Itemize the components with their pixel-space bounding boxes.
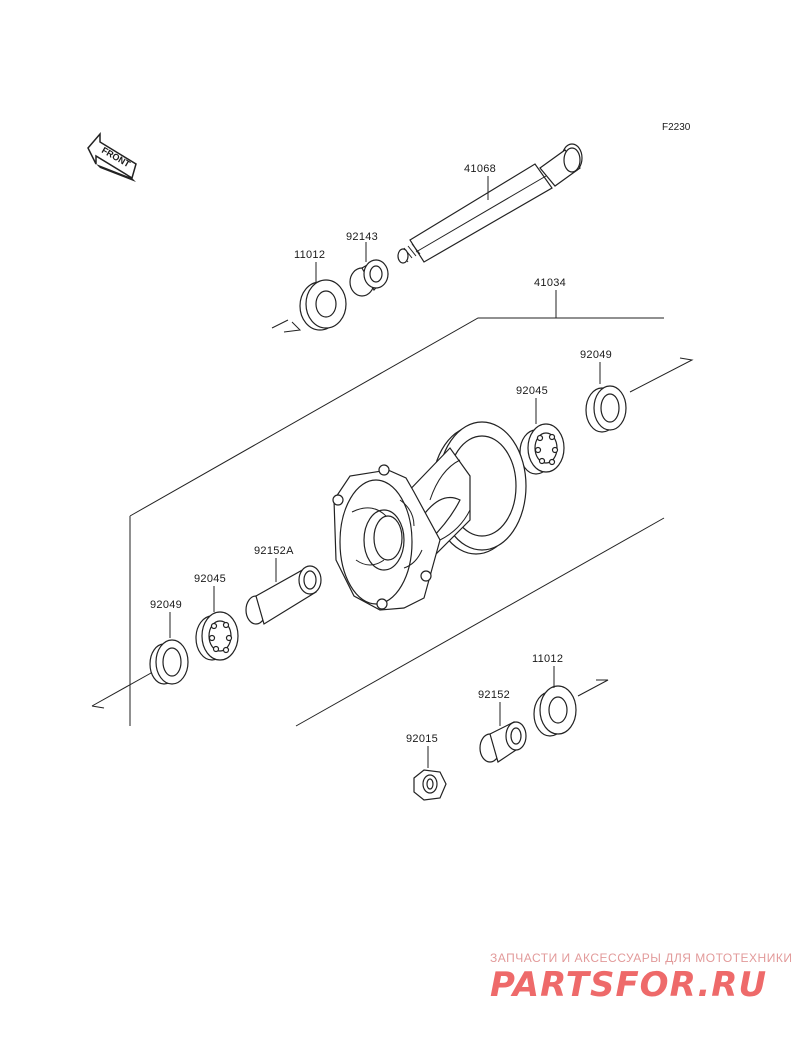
axis-arrow-head-top	[283, 321, 302, 333]
axle-thread	[397, 243, 421, 264]
bracket-top	[129, 317, 664, 517]
axis-arrow-left-tick	[91, 705, 105, 709]
label-11012-bottom[interactable]: 11012	[532, 653, 563, 665]
label-92049-right[interactable]: 92049	[580, 349, 612, 361]
seal-92049-left-part[interactable]	[149, 639, 189, 685]
seal-92049-right-part[interactable]	[585, 385, 627, 433]
label-92152A[interactable]: 92152A	[254, 545, 294, 557]
oil-seal-top-part[interactable]	[299, 279, 347, 331]
spacer-92143-part[interactable]	[349, 259, 389, 297]
front-arrow-icon: FRONT	[87, 131, 137, 182]
figure-code: F2230	[662, 122, 691, 133]
label-11012-top[interactable]: 11012	[294, 249, 325, 261]
label-92045-left[interactable]: 92045	[194, 573, 226, 585]
bracket-bottom	[295, 517, 665, 727]
axis-arrow-right	[629, 357, 694, 393]
wheel-hub-part[interactable]	[332, 421, 527, 611]
collar-92152-part[interactable]	[479, 721, 527, 763]
nut-92015-part[interactable]	[413, 769, 447, 801]
axis-arrow-bottom	[577, 679, 609, 697]
bearing-92045-left-part[interactable]	[195, 611, 239, 661]
collar-92152A-part[interactable]	[245, 565, 322, 625]
label-92143[interactable]: 92143	[346, 231, 378, 243]
label-92045-right[interactable]: 92045	[516, 385, 548, 397]
oil-seal-bottom-part[interactable]	[533, 685, 577, 737]
label-92049-left[interactable]: 92049	[150, 599, 182, 611]
axis-arrow-left	[91, 667, 161, 707]
label-41034[interactable]: 41034	[534, 277, 566, 289]
label-92152[interactable]: 92152	[478, 689, 510, 701]
label-41068[interactable]: 41068	[464, 163, 496, 175]
axis-arrow-top	[271, 319, 289, 329]
bearing-92045-right-part[interactable]	[519, 423, 565, 475]
axle-part[interactable]	[397, 143, 583, 264]
watermark-logo: PARTSFOR.RU	[490, 965, 767, 1005]
label-92015[interactable]: 92015	[406, 733, 438, 745]
watermark-tagline: ЗАПЧАСТИ И АКСЕССУАРЫ ДЛЯ МОТОТЕХНИКИ	[490, 951, 792, 965]
